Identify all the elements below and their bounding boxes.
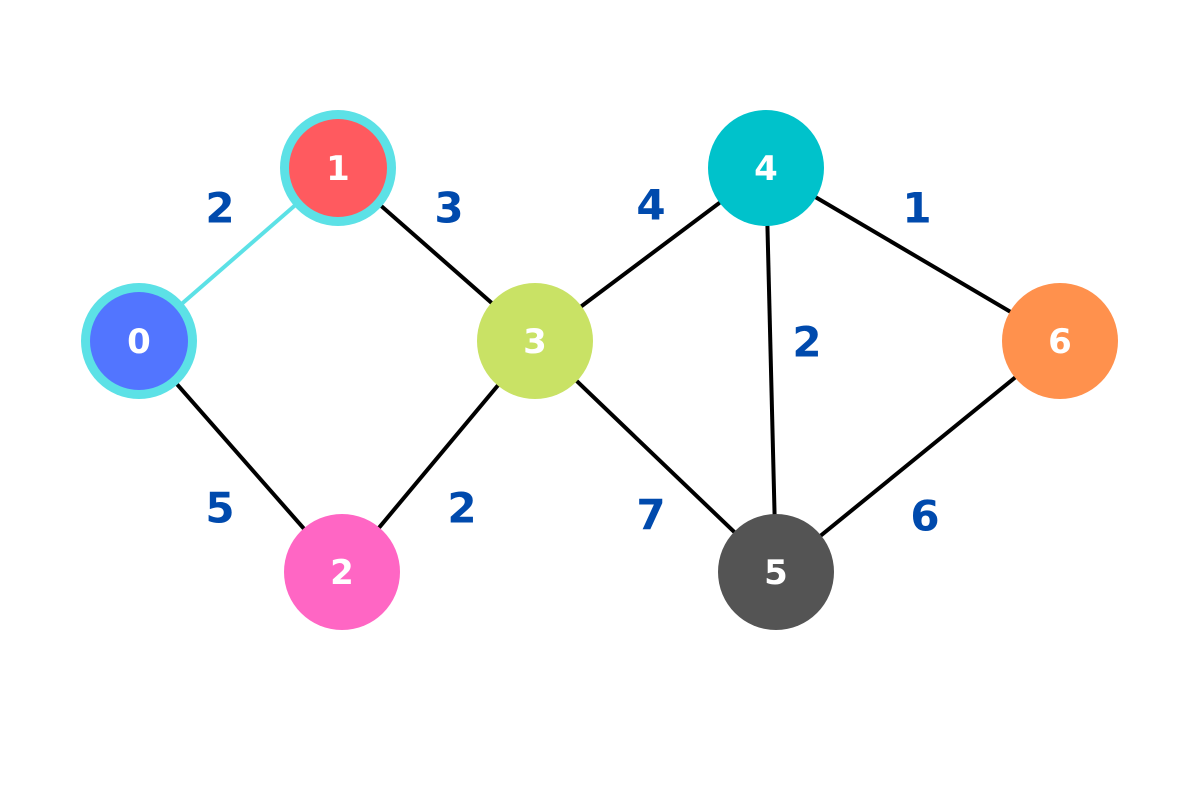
node-1-label: 1 xyxy=(326,149,350,189)
node-0: 0 xyxy=(81,283,197,399)
node-6: 6 xyxy=(1002,283,1118,399)
node-5: 5 xyxy=(718,514,834,630)
node-3-circle xyxy=(477,283,593,399)
node-1: 1 xyxy=(280,110,396,226)
node-6-circle xyxy=(1002,283,1118,399)
node-0-label: 0 xyxy=(127,322,151,362)
edge-weight-4-6: 1 xyxy=(902,184,931,233)
edge-weight-4-5: 2 xyxy=(792,318,821,367)
node-5-label: 5 xyxy=(764,553,788,593)
edge-weight-0-2: 5 xyxy=(205,484,234,533)
edge-5-6 xyxy=(774,339,1062,574)
node-0-circle xyxy=(90,292,188,390)
edge-weight-2-3: 2 xyxy=(447,484,476,533)
edge-weight-3-4: 4 xyxy=(636,181,665,230)
edge-weight-1-3: 3 xyxy=(434,184,463,233)
node-4-circle xyxy=(708,110,824,226)
node-6-label: 6 xyxy=(1048,322,1072,362)
node-3: 3 xyxy=(477,283,593,399)
node-3-label: 3 xyxy=(523,322,547,362)
edge-weight-3-5: 7 xyxy=(636,491,665,540)
node-2-label: 2 xyxy=(330,553,354,593)
nodes-layer: 0 1 2 3 4 5 6 xyxy=(81,110,1118,630)
node-5-circle xyxy=(718,514,834,630)
edge-4-5 xyxy=(764,167,778,573)
edge-weight-5-6: 6 xyxy=(910,492,939,541)
edge-weights-layer: 2 3 5 2 4 7 2 1 6 xyxy=(205,181,939,541)
node-4: 4 xyxy=(708,110,824,226)
node-4-label: 4 xyxy=(754,149,778,189)
node-2-circle xyxy=(284,514,400,630)
edge-weight-0-1: 2 xyxy=(205,184,234,233)
node-1-circle xyxy=(289,119,387,217)
node-2: 2 xyxy=(284,514,400,630)
